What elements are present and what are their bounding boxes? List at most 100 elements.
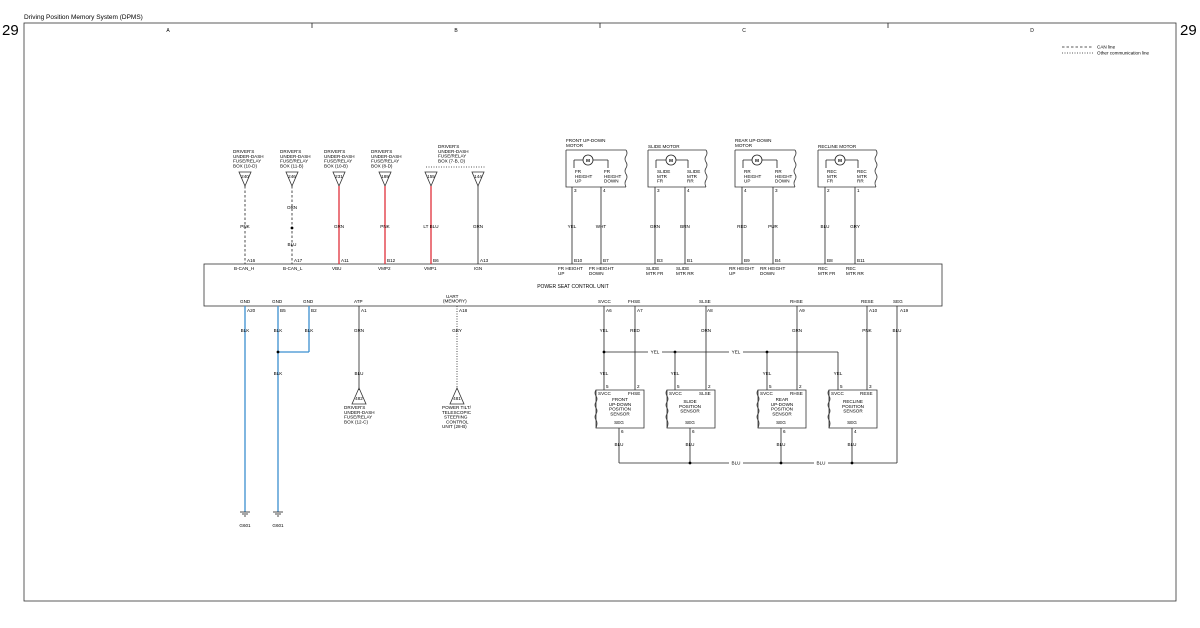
- svg-text:4: 4: [854, 429, 857, 434]
- svg-text:5: 5: [606, 384, 609, 389]
- grid-col-c: C: [742, 28, 746, 34]
- svg-text:BLU: BLU: [732, 461, 741, 466]
- unit-signal: B-CAN_L: [283, 266, 303, 271]
- svg-text:2: 2: [799, 384, 802, 389]
- svg-text:4: 4: [603, 188, 606, 193]
- unit-pin: A16: [247, 258, 256, 263]
- svg-text:YEL: YEL: [763, 371, 772, 376]
- svg-text:B7: B7: [603, 258, 609, 263]
- motor-icon: [582, 154, 594, 166]
- svg-text:A9: A9: [799, 308, 805, 313]
- bottom-pin-labels: GND A20 GND B5 GND B2 ATP A1 UART(MEMORY…: [240, 294, 909, 313]
- page-number-right: 29: [1180, 22, 1197, 39]
- fuse-terminal: 144: [474, 174, 482, 179]
- svg-text:A18: A18: [459, 308, 468, 313]
- wire-color: GRN: [334, 224, 344, 229]
- svg-text:BLU: BLU: [817, 461, 826, 466]
- svg-text:B3: B3: [657, 258, 663, 263]
- svg-text:4: 4: [744, 188, 747, 193]
- motor-icon: [665, 154, 677, 166]
- connector-triangle-up: [351, 387, 367, 405]
- svg-text:ORN: ORN: [701, 328, 711, 333]
- legend-can-line-label: CAN line: [1097, 45, 1116, 50]
- connector-triangle-up: [449, 387, 465, 405]
- grid-col-b: B: [454, 28, 458, 34]
- svg-text:YEL: YEL: [651, 350, 660, 355]
- svg-text:B8: B8: [827, 258, 833, 263]
- connector-triangle: [238, 171, 252, 188]
- svg-text:2: 2: [827, 188, 830, 193]
- fuse-terminal: 240: [241, 174, 249, 179]
- svg-text:UART(MEMORY): UART(MEMORY): [443, 294, 467, 304]
- svg-text:RED: RED: [737, 224, 747, 229]
- svg-text:BRN: BRN: [680, 224, 690, 229]
- svg-text:BLK: BLK: [241, 328, 251, 333]
- svg-text:B5: B5: [280, 308, 286, 313]
- svg-text:GRY: GRY: [850, 224, 860, 229]
- svg-text:GND: GND: [240, 299, 251, 304]
- svg-text:A1: A1: [361, 308, 367, 313]
- svg-text:BLK: BLK: [305, 328, 315, 333]
- connector-triangle: [471, 171, 485, 188]
- connector-triangle: [285, 171, 299, 188]
- svg-text:A19: A19: [900, 308, 909, 313]
- svg-text:481: 481: [453, 396, 461, 401]
- unit-signal: B-CAN_H: [234, 266, 254, 271]
- fuse-terminal: 189: [381, 174, 389, 179]
- svg-text:SEG: SEG: [685, 420, 695, 425]
- svg-text:SLSE: SLSE: [699, 391, 711, 396]
- svg-text:1: 1: [857, 188, 860, 193]
- wire-vbu: GRN A11 VBU: [332, 186, 349, 271]
- unit-signal: IGN: [474, 266, 482, 271]
- svg-text:SVCC: SVCC: [669, 391, 682, 396]
- svg-text:6: 6: [783, 429, 786, 434]
- connector-triangle: [424, 171, 438, 188]
- power-seat-control-unit: [203, 263, 943, 307]
- svg-text:SEG: SEG: [847, 420, 857, 425]
- motor-icon: [751, 154, 763, 166]
- svg-text:A7: A7: [637, 308, 643, 313]
- svg-text:SEG: SEG: [893, 299, 903, 304]
- svg-text:B1: B1: [687, 258, 693, 263]
- fuse-terminal: 246: [288, 174, 296, 179]
- svg-text:482: 482: [355, 396, 363, 401]
- wire-color: GRN: [473, 224, 483, 229]
- unit-signal: VBU: [332, 266, 341, 271]
- svg-text:B9: B9: [744, 258, 750, 263]
- fuse-terminal: 155: [427, 174, 435, 179]
- svg-text:BLU: BLU: [615, 442, 624, 447]
- svg-text:6: 6: [621, 429, 624, 434]
- svg-text:5: 5: [840, 384, 843, 389]
- ground-label: G601: [272, 523, 284, 528]
- svg-text:GND: GND: [303, 299, 314, 304]
- svg-text:PUR: PUR: [768, 224, 778, 229]
- unit-pin: B12: [387, 258, 396, 263]
- svg-text:B11: B11: [857, 258, 865, 263]
- unit-name: POWER SEAT CONTROL UNIT: [537, 284, 609, 290]
- svg-text:RHSE: RHSE: [790, 299, 803, 304]
- wire-vmp1: LT BLU B6 VMP1: [423, 186, 439, 271]
- svg-text:SEG: SEG: [614, 420, 624, 425]
- svg-text:RECLINE MOTOR: RECLINE MOTOR: [818, 144, 857, 149]
- svg-text:ATP: ATP: [354, 299, 363, 304]
- svg-text:5: 5: [769, 384, 772, 389]
- motor-icon: [834, 154, 846, 166]
